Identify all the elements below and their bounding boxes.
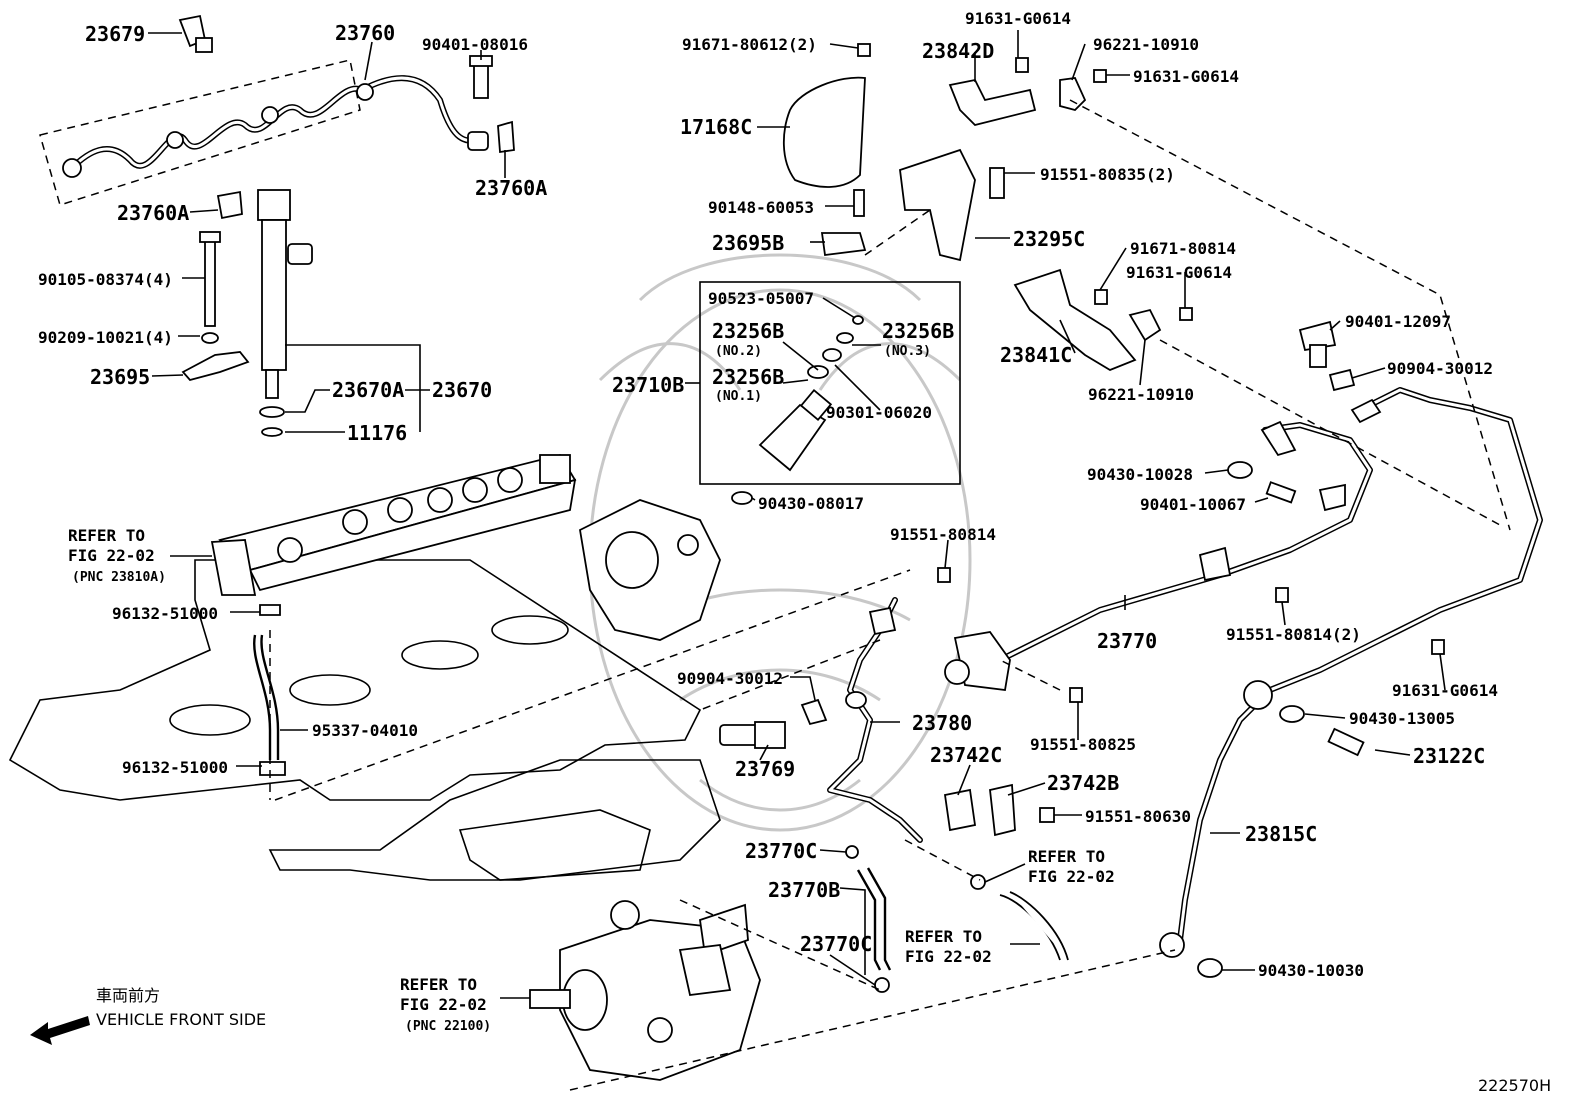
- part-label: 23770B: [768, 878, 840, 902]
- part-label: 90401-10067: [1140, 495, 1246, 514]
- part-label: 90105-08374(4): [38, 270, 173, 289]
- part-label: REFER TO: [1028, 847, 1105, 866]
- part-label: 91631-G0614: [1126, 263, 1232, 282]
- part-label: 91551-80835(2): [1040, 165, 1175, 184]
- part-label: 23842D: [922, 39, 994, 63]
- engine-block-outline: [8, 559, 721, 881]
- part-label: (PNC 22100): [405, 1019, 491, 1034]
- part-label: FIG 22-02: [905, 947, 992, 966]
- part-label: 23670A: [332, 378, 404, 402]
- part-label: 23815C: [1245, 822, 1317, 846]
- part-label: 23122C: [1413, 744, 1485, 768]
- insulator-17168C: [782, 43, 871, 257]
- part-label: 91631-G0614: [1392, 681, 1498, 700]
- part-label: 91551-80825: [1030, 735, 1136, 754]
- part-label: 23742C: [930, 743, 1002, 767]
- part-label: 11176: [347, 421, 407, 445]
- part-label: 96132-51000: [122, 758, 228, 777]
- part-label: 23780: [912, 711, 972, 735]
- common-rail: [210, 453, 577, 776]
- part-label: 90148-60053: [708, 198, 814, 217]
- part-label: 23670: [432, 378, 492, 402]
- part-label: REFER TO: [68, 526, 145, 545]
- part-label: 23770C: [800, 932, 872, 956]
- part-label: 96132-51000: [112, 604, 218, 623]
- part-label: FIG 22-02: [1028, 867, 1115, 886]
- supply-pump: [529, 900, 761, 1081]
- brackets-upper: [899, 57, 1193, 372]
- pump-housing-upper: [579, 499, 721, 641]
- part-label: 23695B: [712, 231, 784, 255]
- parts-box-23710B: [699, 281, 961, 505]
- part-label: 17168C: [680, 115, 752, 139]
- part-label: FIG 22-02: [68, 546, 155, 565]
- part-label: 23760A: [117, 201, 189, 225]
- part-label: 90401-12097: [1345, 312, 1451, 331]
- part-label: 90430-13005: [1349, 709, 1455, 728]
- part-label: 23295C: [1013, 227, 1085, 251]
- part-label: 91631-G0614: [1133, 67, 1239, 86]
- part-label: 95337-04010: [312, 721, 418, 740]
- part-label: 96221-10910: [1088, 385, 1194, 404]
- part-label: 23256B: [712, 365, 784, 389]
- part-label: REFER TO: [905, 927, 982, 946]
- part-label: 23770: [1097, 629, 1157, 653]
- part-label: (NO.1): [715, 389, 762, 404]
- part-label: 23256B: [712, 319, 784, 343]
- part-label: 96221-10910: [1093, 35, 1199, 54]
- part-label: FIG 22-02: [400, 995, 487, 1014]
- part-label: 90209-10021(4): [38, 328, 173, 347]
- part-label: 23710B: [612, 373, 684, 397]
- part-label: (NO.2): [715, 344, 762, 359]
- part-label: 91551-80814: [890, 525, 996, 544]
- part-label: 91631-G0614: [965, 9, 1071, 28]
- part-label: 23760A: [475, 176, 547, 200]
- part-labels: 23679 23760 90401-08016 23760A 23760A 90105-0…: [38, 9, 1551, 1095]
- assembly-dashed-lines: [269, 99, 1511, 1091]
- part-label: 90430-10028: [1087, 465, 1193, 484]
- part-label: (NO.3): [884, 344, 931, 359]
- part-label: 23695: [90, 365, 150, 389]
- part-label: 90523-05007: [708, 289, 814, 308]
- part-label: 91671-80612(2): [682, 35, 817, 54]
- front-side-arrow: [30, 1016, 90, 1045]
- fuel-pipes-right: [944, 320, 1543, 978]
- part-label: 90430-10030: [1258, 961, 1364, 980]
- part-label: 90301-06020: [826, 403, 932, 422]
- part-label: 91551-80814(2): [1226, 625, 1361, 644]
- part-label: REFER TO: [400, 975, 477, 994]
- part-label: 23770C: [745, 839, 817, 863]
- part-label: 23841C: [1000, 343, 1072, 367]
- part-label: 23742B: [1047, 771, 1119, 795]
- front-side-label-en: VEHICLE FRONT SIDE: [96, 1010, 266, 1029]
- front-side-label-jp: 車両前方: [96, 986, 160, 1005]
- part-label: 90401-08016: [422, 35, 528, 54]
- injector-23670: [181, 189, 313, 437]
- part-label: 23760: [335, 21, 395, 45]
- injection-pipes-23760: [39, 14, 515, 220]
- part-label: 90904-30012: [1387, 359, 1493, 378]
- part-label: 90430-08017: [758, 494, 864, 513]
- fuel-pipe-23780: [719, 567, 1083, 993]
- leader-lines: [148, 30, 1446, 999]
- part-label: 91551-80630: [1085, 807, 1191, 826]
- part-label: 23769: [735, 757, 795, 781]
- part-label: 23679: [85, 22, 145, 46]
- part-label: (PNC 23810A): [72, 570, 166, 585]
- part-label: 91671-80814: [1130, 239, 1236, 258]
- part-label: 23256B: [882, 319, 954, 343]
- part-label: 90904-30012: [677, 669, 783, 688]
- illustration-number: 222570H: [1478, 1076, 1551, 1095]
